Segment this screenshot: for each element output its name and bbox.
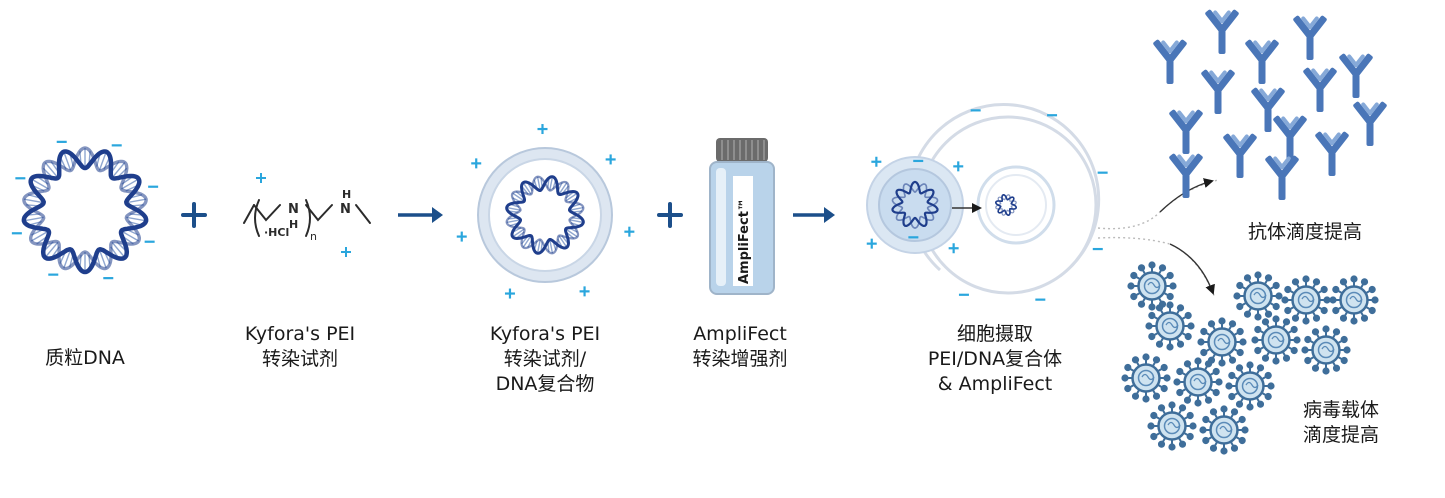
- viral-titer-label: 病毒载体 滴度提高: [1302, 399, 1379, 446]
- amplifect-vial-icon: [709, 138, 775, 295]
- virus-icon: [1121, 353, 1171, 403]
- antibody-icon: [1352, 100, 1388, 146]
- uptake-label: 细胞摄取 PEI/DNA复合体 & AmpliFect: [927, 323, 1063, 395]
- antibody-icon: [1168, 108, 1204, 154]
- antibody-titer-label: 抗体滴度提高: [1247, 221, 1362, 243]
- pei-reagent-label: Kyfora's PEI 转染试剂: [244, 323, 356, 370]
- virus-icon: [1173, 357, 1223, 407]
- virus-icon: [1301, 325, 1351, 375]
- antibody-icon: [1244, 38, 1280, 84]
- antibody-icon: [1204, 8, 1240, 54]
- plus-icon: [181, 202, 207, 228]
- virus-icon: [1329, 275, 1379, 325]
- antibody-icon: [1222, 132, 1258, 178]
- plus-icon: [657, 202, 683, 228]
- cell-uptake-icon: [866, 103, 1108, 301]
- antibody-icon: [1292, 14, 1328, 60]
- amplifect-label: AmpliFect 转染增强剂: [692, 323, 788, 370]
- pei-structure-diagram: [243, 199, 371, 237]
- pei-n-atom-2: N: [340, 202, 351, 217]
- virus-icon: [1199, 405, 1249, 455]
- pei-dna-complex-icon: [456, 124, 635, 299]
- pei-salt-label: ·HCl: [264, 226, 289, 239]
- plasmid-label: 质粒DNA: [45, 347, 125, 369]
- plasmid-dna-icon: [11, 140, 159, 280]
- pei-charges: [256, 173, 351, 257]
- pei-h-atom: H: [289, 218, 298, 231]
- antibody-icon: [1302, 66, 1338, 112]
- virus-icon: [1197, 317, 1247, 367]
- antibody-icon: [1152, 38, 1188, 84]
- antibody-icon: [1314, 130, 1350, 176]
- pei-complex-label: Kyfora's PEI 转染试剂/ DNA复合物: [489, 323, 601, 395]
- antibody-icon: [1272, 114, 1308, 160]
- virus-icon: [1281, 275, 1331, 325]
- antibody-icon: [1338, 52, 1374, 98]
- antibody-cluster: [1152, 8, 1388, 200]
- virus-icon: [1225, 361, 1275, 411]
- virus-icon: [1147, 401, 1197, 451]
- antibody-icon: [1168, 152, 1204, 198]
- virus-icon: [1233, 271, 1283, 321]
- vial-brand-label: AmpliFect™: [737, 198, 752, 284]
- antibody-icon: [1264, 154, 1300, 200]
- virus-icon: [1251, 315, 1301, 365]
- pei-h-atom-2: H: [342, 188, 351, 201]
- pei-subscript: n: [310, 230, 317, 243]
- antibody-icon: [1200, 68, 1236, 114]
- pei-n-atom: N: [288, 202, 299, 217]
